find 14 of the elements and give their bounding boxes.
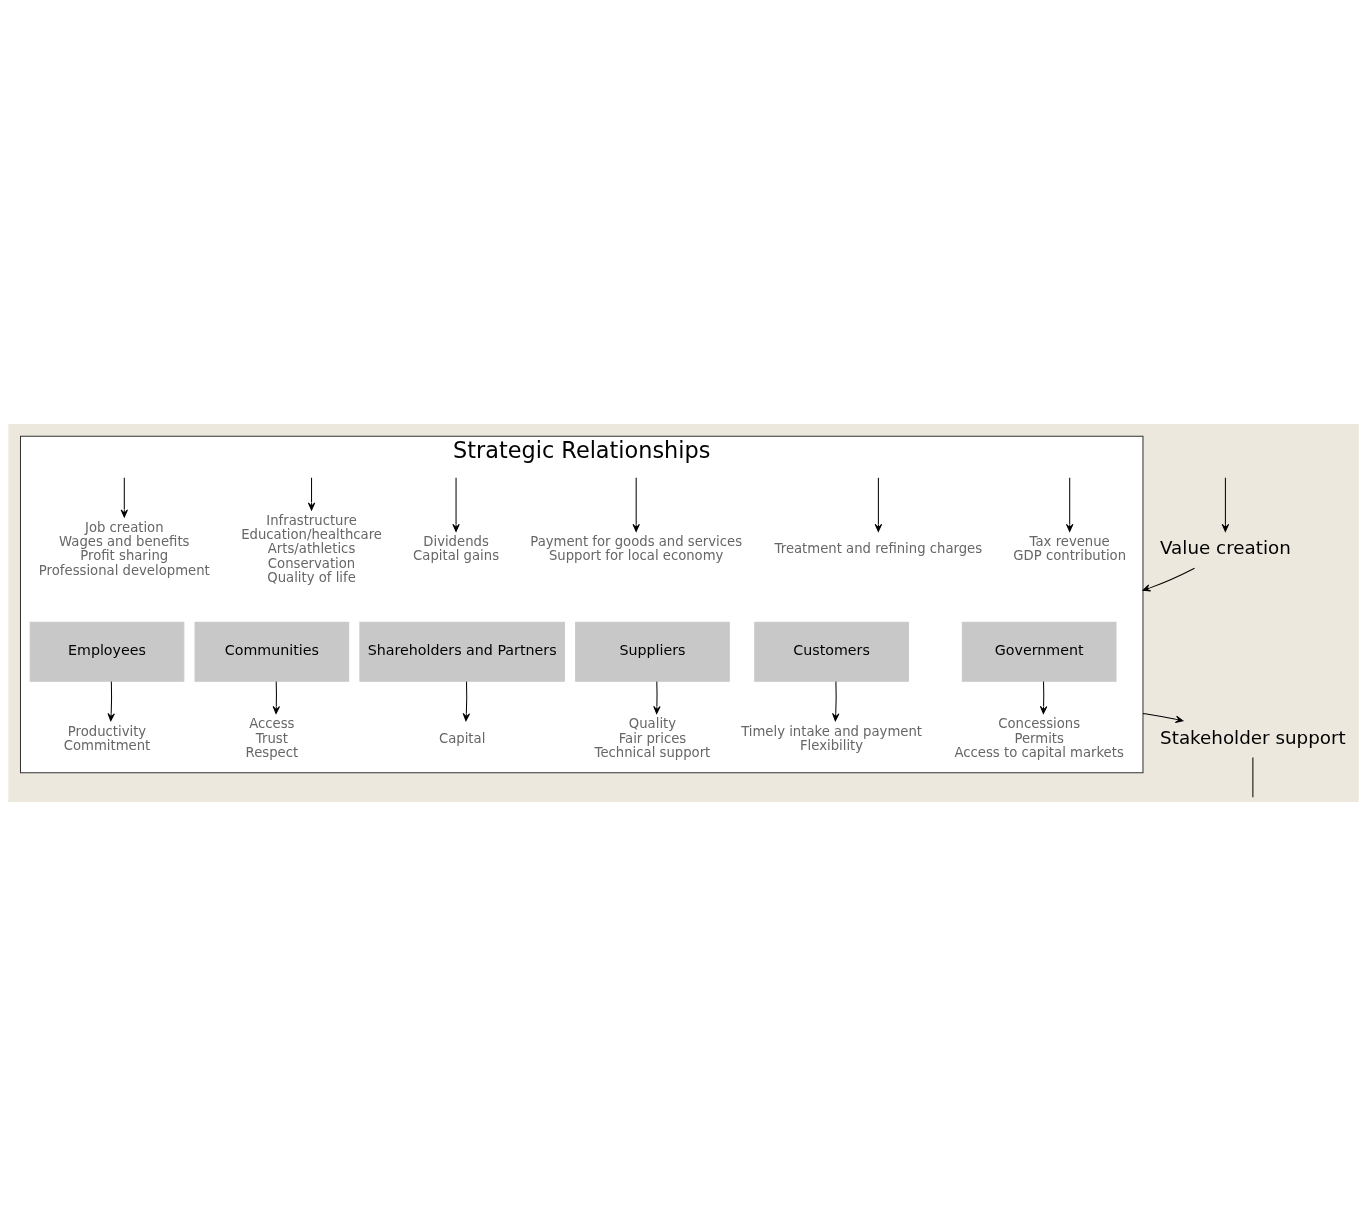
node-text: Infrastructure Education/healthcare Arts/athletics Conservation Quality of life xyxy=(241,512,382,585)
node-text: Treatment and refining charges xyxy=(774,540,983,556)
node-text: Concessions Permits Access to capital markets xyxy=(954,715,1124,760)
node-text: Value creation xyxy=(1160,536,1291,558)
node-text: Timely intake and payment Flexibility xyxy=(741,723,922,753)
node-text: Tax revenue GDP contribution xyxy=(1013,533,1127,563)
node-text: Dividends Capital gains xyxy=(413,533,500,563)
node-text: Stakeholder support xyxy=(1160,726,1346,748)
node-text: Productivity Commitment xyxy=(63,723,151,753)
node-text: Capital xyxy=(438,730,486,746)
node-text: Job creation Wages and benefits Profit sharing Professional development xyxy=(38,519,210,578)
node-text: Quality Fair prices Technical support xyxy=(594,715,711,760)
node-text: Payment for goods and services Support for local economy xyxy=(530,533,743,563)
node-text: Access Trust Respect xyxy=(245,715,299,760)
